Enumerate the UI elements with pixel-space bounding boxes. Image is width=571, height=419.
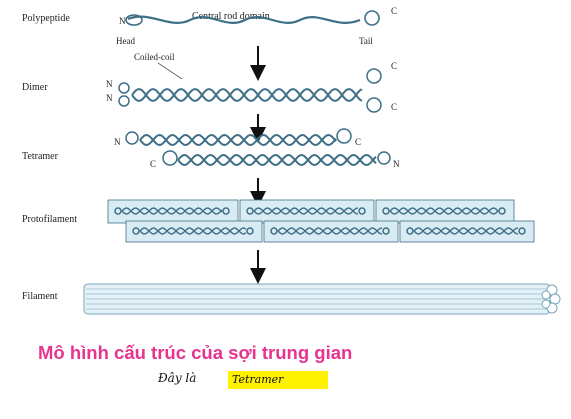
handwritten-annotation: Đây là Tetramer bbox=[158, 371, 336, 393]
coil-strand bbox=[121, 207, 223, 215]
coil-strand bbox=[177, 153, 377, 167]
terminal-domain bbox=[246, 207, 254, 215]
central-rod-domain-label: Central rod domain bbox=[192, 11, 270, 22]
highlighted-note: Tetramer bbox=[228, 371, 328, 389]
coil-strand bbox=[177, 153, 377, 167]
polypeptide-tail bbox=[364, 10, 380, 26]
terminal-domain bbox=[382, 207, 390, 215]
c-terminus-label: C bbox=[391, 102, 397, 112]
terminal-domain bbox=[114, 207, 122, 215]
n-terminus-label: N bbox=[393, 159, 400, 169]
terminal-domain bbox=[270, 227, 278, 235]
coil-strand bbox=[413, 227, 519, 235]
coil-strand bbox=[277, 227, 383, 235]
terminal-domain bbox=[358, 207, 366, 215]
coil-strand bbox=[131, 88, 363, 102]
terminal-domain bbox=[162, 150, 178, 166]
terminal-domain bbox=[118, 95, 130, 107]
coil-strand bbox=[253, 207, 359, 215]
n-terminus-label: N bbox=[106, 93, 113, 103]
head-label: Head bbox=[116, 36, 135, 46]
coil-strand bbox=[139, 133, 337, 147]
figure-caption: Mô hình cấu trúc của sợi trung gian bbox=[38, 342, 353, 363]
coiled-coil-pointer bbox=[157, 62, 183, 80]
terminal-domain bbox=[406, 227, 414, 235]
coil-strand bbox=[139, 227, 247, 235]
coil-strand bbox=[389, 207, 499, 215]
protofilament-tetramers bbox=[114, 207, 526, 235]
protofilament-box bbox=[107, 199, 239, 224]
stage-label-polypeptide: Polypeptide bbox=[22, 13, 70, 24]
n-terminus-label: N bbox=[119, 16, 126, 26]
terminal-domain bbox=[125, 131, 139, 145]
stage-label-filament: Filament bbox=[22, 291, 58, 302]
coil-strand bbox=[131, 88, 363, 102]
terminal-domain bbox=[382, 227, 390, 235]
c-terminus-label: C bbox=[355, 137, 361, 147]
filament-bundle bbox=[83, 283, 561, 315]
handwritten-note: Đây là bbox=[158, 371, 197, 385]
polypeptide-head bbox=[125, 14, 143, 26]
terminal-domain bbox=[366, 68, 382, 84]
terminal-domain bbox=[366, 97, 382, 113]
coil-strand bbox=[413, 227, 519, 235]
tetramer-coiled-coils bbox=[125, 128, 391, 167]
coiled-coil-label: Coiled-coil bbox=[134, 52, 175, 62]
dimer-coiled-coil bbox=[118, 68, 382, 113]
terminal-domain bbox=[377, 151, 391, 165]
n-terminus-label: N bbox=[106, 79, 113, 89]
stage-label-tetramer: Tetramer bbox=[22, 151, 59, 162]
terminal-domain bbox=[336, 128, 352, 144]
terminal-domain bbox=[518, 227, 526, 235]
stage-label-protofilament: Protofilament bbox=[22, 214, 77, 225]
coil-strand bbox=[253, 207, 359, 215]
coil-strand bbox=[121, 207, 223, 215]
polypeptide-strand bbox=[127, 15, 361, 24]
terminal-domain bbox=[222, 207, 230, 215]
intermediate-filament-diagram: Polypeptide Dimer Tetramer Protofilament… bbox=[22, 6, 561, 315]
c-terminus-label: C bbox=[150, 159, 156, 169]
coil-strand bbox=[139, 133, 337, 147]
terminal-domain bbox=[498, 207, 506, 215]
terminal-domain bbox=[118, 82, 130, 94]
stage-label-dimer: Dimer bbox=[22, 82, 48, 93]
n-terminus-label: N bbox=[114, 137, 121, 147]
terminal-domain bbox=[132, 227, 140, 235]
c-terminus-label: C bbox=[391, 61, 397, 71]
tail-label: Tail bbox=[359, 36, 373, 46]
terminal-domain bbox=[246, 227, 254, 235]
c-terminus-label: C bbox=[391, 6, 397, 16]
coil-strand bbox=[277, 227, 383, 235]
